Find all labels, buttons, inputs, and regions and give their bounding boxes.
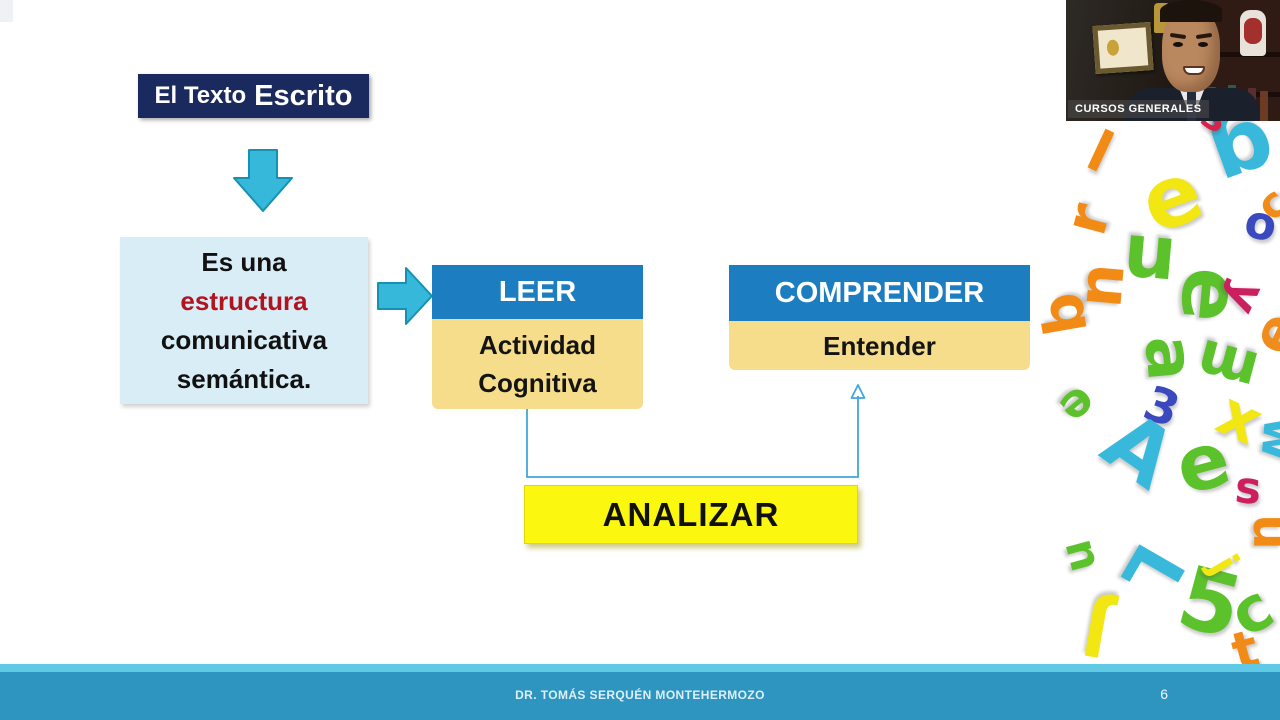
presenter-hair (1160, 0, 1222, 22)
footer-page-number: 6 (1160, 686, 1168, 702)
right-arrow-icon (377, 267, 433, 325)
footer-bar: DR. TOMÁS SERQUÉN MONTEHERMOZO 6 (0, 672, 1280, 720)
webcam-overlay: CURSOS GENERALES (1066, 0, 1280, 121)
comprender-body: Entender (729, 321, 1030, 370)
leer-body-line-1: Actividad (478, 330, 597, 360)
certificate-seal (1106, 39, 1120, 57)
toy-letter: n (1054, 533, 1112, 577)
corner-artifact (0, 0, 13, 22)
leer-header: LEER (432, 265, 643, 319)
down-arrow-icon (233, 149, 293, 212)
red-figurine (1240, 10, 1266, 56)
analizar-box: ANALIZAR (524, 485, 858, 544)
footer-author: DR. TOMÁS SERQUÉN MONTEHERMOZO (515, 688, 765, 702)
presenter-mouth (1183, 66, 1205, 75)
slide-title-part2: Escrito (254, 79, 353, 112)
book (1260, 91, 1268, 121)
toy-letter: l (1077, 119, 1123, 187)
toy-letter: e (1049, 375, 1108, 437)
toy-letter: s (1232, 461, 1264, 516)
footer-accent-strip (0, 664, 1280, 672)
slide-title: El Texto Escrito (138, 74, 369, 118)
analizar-label: ANALIZAR (602, 495, 780, 533)
toy-letter: b (1035, 287, 1101, 341)
presenter-eye (1198, 42, 1208, 47)
definition-line-1: Es una (201, 246, 287, 277)
comprender-header: COMPRENDER (729, 265, 1030, 321)
webcam-label: CURSOS GENERALES (1068, 100, 1209, 118)
certificate-frame (1092, 22, 1154, 74)
definition-line-2: estructura (180, 285, 308, 316)
leer-body-line-2: Cognitiva (478, 368, 597, 398)
definition-line-4: semántica. (176, 363, 312, 394)
definition-line-3: comunicativa (160, 324, 328, 355)
toy-letter: w (1249, 414, 1280, 464)
letters-collage: lruegsneocyeam3xAesuwebL5Jcjnt (1035, 115, 1280, 664)
slide-title-part1: El Texto (154, 82, 247, 109)
leer-body: Actividad Cognitiva (432, 319, 643, 409)
definition-box: Es una estructura comunicativa semántica… (120, 237, 368, 404)
toy-letter: J (1076, 587, 1116, 664)
toy-letter: u (1242, 514, 1280, 550)
presenter-eye (1173, 42, 1183, 47)
toy-letter: r (1050, 196, 1124, 242)
